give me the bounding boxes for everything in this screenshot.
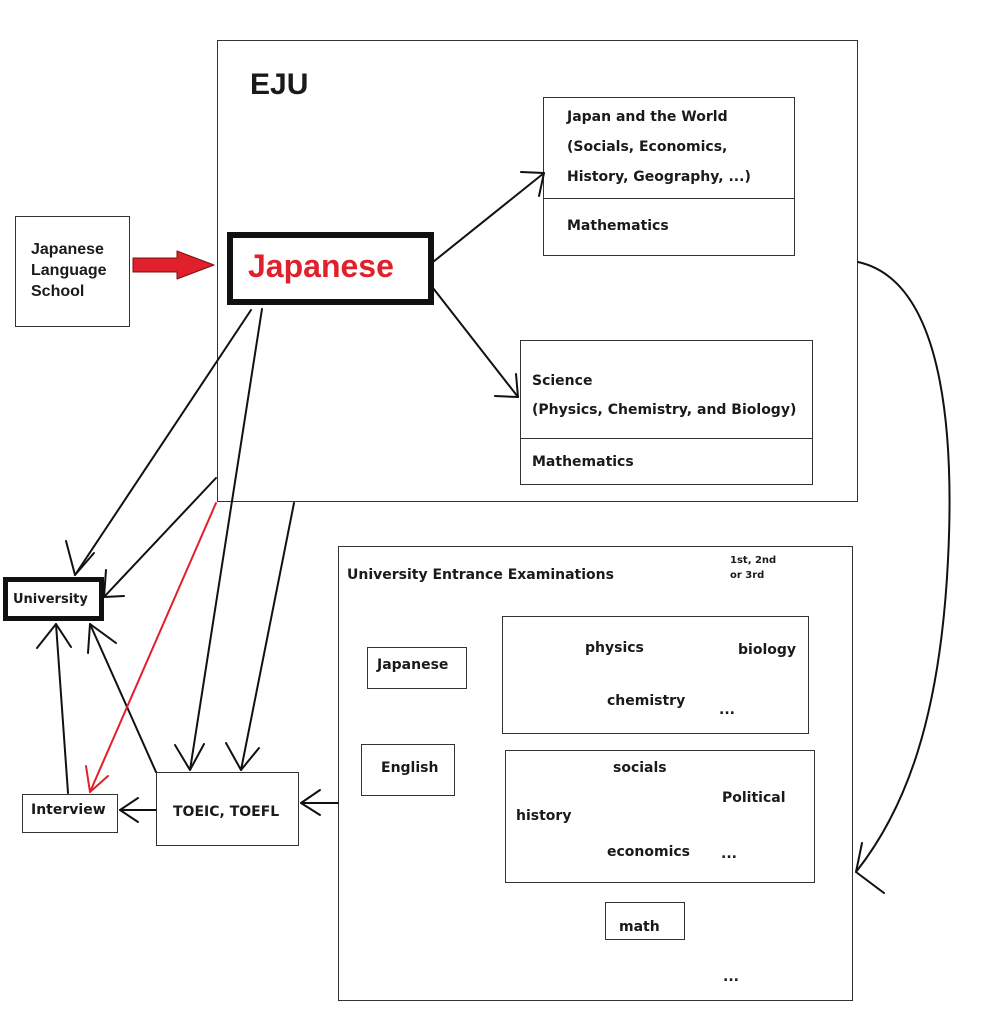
toeic-to-university-arrowhead — [87, 623, 117, 654]
japan-world-box — [543, 97, 795, 256]
interview-label: Interview — [31, 802, 106, 818]
eju-japanese-label: Japanese — [248, 248, 394, 284]
university-label: University — [13, 592, 88, 607]
eju-to-university-line — [103, 477, 217, 598]
entrance-japanese-label: Japanese — [377, 657, 449, 673]
eju-to-interview-line — [89, 502, 217, 793]
entrance-english-label: English — [381, 760, 439, 776]
japanese-to-university-arrowhead — [65, 540, 95, 576]
entrance-title: University Entrance Examinations — [347, 567, 614, 583]
language-school-line1: Japanese — [31, 241, 104, 258]
eju-to-toeic-line — [240, 502, 295, 771]
eju-to-entrance-curve — [855, 261, 951, 873]
science-line2: (Physics, Chemistry, and Biology) — [532, 402, 797, 418]
subject-physics: physics — [585, 640, 644, 656]
social-subjects-box — [505, 750, 815, 883]
eju-to-university-arrowhead — [103, 569, 125, 598]
eju-to-interview-arrowhead — [85, 765, 109, 793]
entrance-note-line1: 1st, 2nd — [730, 555, 777, 566]
japan-world-line1: Japan and the World — [567, 109, 728, 125]
subject-math: math — [619, 919, 660, 935]
toeic-to-university-line — [89, 623, 157, 773]
subject-biology: biology — [738, 642, 797, 658]
math-box — [605, 902, 685, 940]
subject-chemistry: chemistry — [607, 693, 686, 709]
language-school-box — [15, 216, 130, 327]
japanese-to-toeic-arrowhead-1 — [174, 743, 205, 771]
eju-title: EJU — [250, 68, 309, 101]
social-subjects-more: ... — [721, 846, 737, 862]
science-math: Mathematics — [532, 454, 634, 470]
language-school-line3: School — [31, 283, 85, 300]
entrance-to-toeic-arrowhead — [300, 789, 321, 816]
interview-to-university-arrowhead — [36, 623, 72, 649]
eju-japanese-box — [227, 232, 434, 305]
university-box — [3, 577, 104, 621]
subject-history: history — [516, 808, 572, 824]
japan-world-line2: (Socials, Economics, — [567, 139, 728, 155]
japan-world-line3: History, Geography, ...) — [567, 169, 751, 185]
science-divider — [520, 438, 813, 439]
subject-socials: socials — [613, 760, 667, 776]
interview-box — [22, 794, 118, 833]
entrance-english-box — [361, 744, 455, 796]
japan-world-math: Mathematics — [567, 218, 669, 234]
science-box — [520, 340, 813, 485]
toeic-label: TOEIC, TOEFL — [173, 804, 280, 820]
subject-economics: economics — [607, 844, 691, 860]
interview-to-university-line — [55, 623, 69, 794]
language-school-line2: Language — [31, 262, 107, 279]
entrance-more: ... — [723, 969, 739, 985]
subject-political: Political — [722, 790, 786, 806]
science-line1: Science — [532, 373, 593, 389]
toeic-to-interview-arrowhead — [119, 797, 139, 823]
entrance-japanese-box — [367, 647, 467, 689]
science-subjects-box — [502, 616, 809, 734]
japan-world-divider — [543, 198, 795, 199]
eju-to-toeic-arrowhead — [225, 742, 260, 771]
entrance-note-line2: or 3rd — [730, 570, 765, 581]
eju-to-entrance-arrowhead — [855, 842, 885, 894]
school-to-japanese-arrow — [132, 250, 215, 280]
science-subjects-more: ... — [719, 702, 735, 718]
